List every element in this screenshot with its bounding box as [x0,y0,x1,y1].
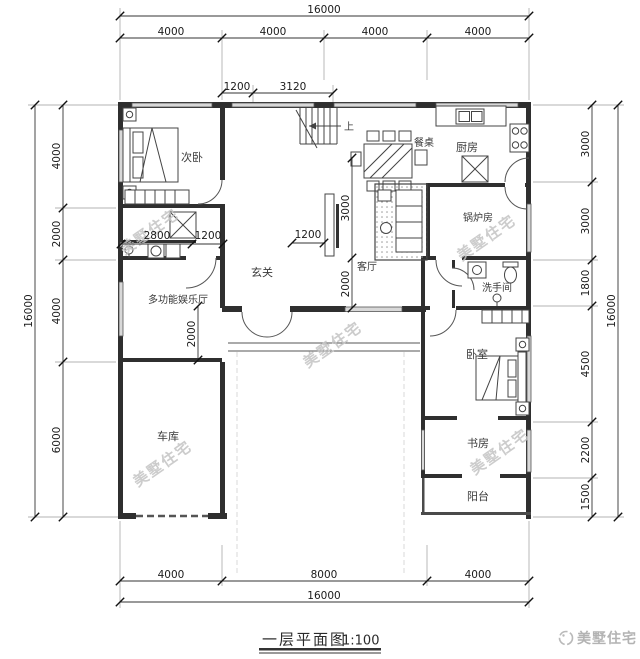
room-label-dining-table: 餐桌 [414,136,434,149]
dim-right-seg: 1500 [580,484,592,511]
furniture-kitchen [435,105,530,183]
room-label-secondary-bedroom: 次卧 [181,150,203,164]
brand-logo-icon [558,630,574,646]
dimension-labels: 16000 4000 4000 4000 4000 1200 3120 4000… [23,4,618,602]
dim-top-total: 16000 [307,4,340,16]
dim-top-sub: 3120 [280,81,307,93]
furniture-secondary-bedroom [122,107,197,259]
doors [136,157,530,518]
room-label-multi-hall: 多功能娱乐厅 [148,293,208,306]
stairs: 上 [295,108,354,149]
room-label-living-room: 客厅 [357,260,377,273]
dim-top-seg: 4000 [158,26,185,38]
dim-right-seg: 3000 [580,208,592,235]
dim-bottom-seg: 4000 [158,569,185,581]
room-label-entrance: 玄关 [251,265,273,279]
dim-tv-wall: 1200 [295,229,322,241]
windows [118,102,532,473]
stairs-up-label: 上 [344,121,354,133]
watermark-text: 美墅住宅 [467,425,533,479]
dim-top-seg: 4000 [260,26,287,38]
title-underline-thin [259,652,381,654]
room-label-boiler-room: 锅炉房 [463,211,493,224]
stair-arrow [309,122,316,130]
dim-entrance-depth: 2000 [340,271,352,298]
furniture-bedroom [475,309,530,416]
watermark-text: 美墅住宅 [130,437,196,491]
watermark-text: 美墅住宅 [300,318,366,372]
room-label-garage: 车库 [157,429,179,443]
extension-lines [28,8,624,608]
room-label-kitchen: 厨房 [456,141,478,154]
dim-living-depth: 3000 [340,195,352,222]
dim-right-seg: 2200 [580,437,592,464]
dimension-lines [30,11,623,607]
dim-bottom-total: 16000 [307,590,340,602]
dim-closet-width: 2800 [144,230,171,242]
furniture-living-room [324,183,428,261]
brand-logo-text: 美墅住宅 [577,630,637,647]
footer: 一层平面图 1:100 美墅住宅 [259,630,637,654]
dim-left-seg: 4000 [51,298,63,325]
dim-left-total: 16000 [23,294,35,327]
drawing-scale: 1:100 [342,634,379,649]
dim-multi-hall-depth: 2000 [186,321,198,348]
title-underline [259,648,381,651]
room-label-washroom: 洗手间 [482,281,512,294]
dim-top-seg: 4000 [362,26,389,38]
room-label-bedroom: 卧室 [466,347,488,361]
dim-closet-door: 1200 [195,230,222,242]
dim-right-seg: 3000 [580,131,592,158]
dim-left-seg: 6000 [51,427,63,454]
room-labels: 次卧 餐桌 厨房 锅炉房 客厅 玄关 多功能娱乐厅 洗手间 卧室 书房 阳台 车… [148,136,512,503]
dim-right-total: 16000 [606,294,618,327]
dim-left-seg: 4000 [51,143,63,170]
dim-left-seg: 2000 [51,221,63,248]
drawing-title: 一层平面图 [262,631,347,649]
furniture-washroom [467,261,519,306]
dim-bottom-seg: 8000 [311,569,338,581]
dim-top-sub: 1200 [224,81,251,93]
room-label-study: 书房 [467,437,489,450]
dim-bottom-seg: 4000 [465,569,492,581]
dim-right-seg: 1800 [580,270,592,297]
dim-right-seg: 4500 [580,351,592,378]
room-label-balcony: 阳台 [467,489,489,503]
dim-top-seg: 4000 [465,26,492,38]
